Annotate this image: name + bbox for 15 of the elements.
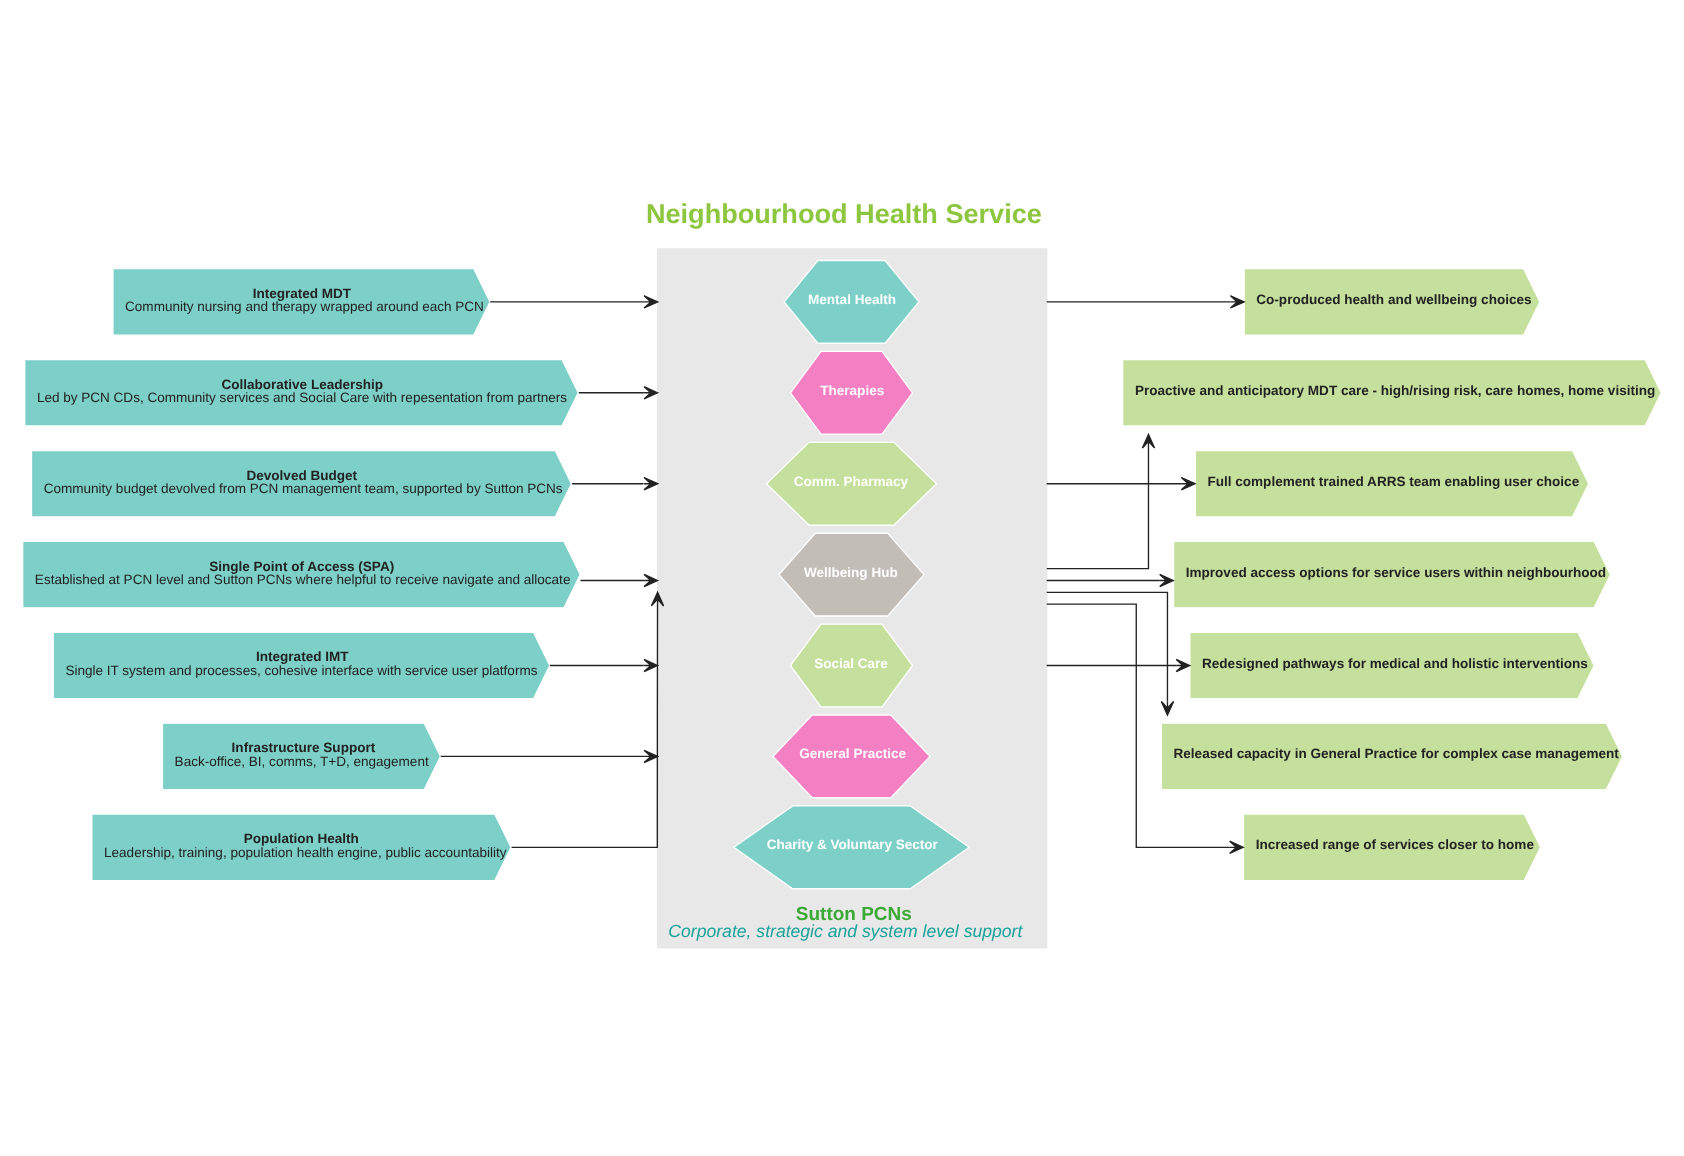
arrow [440,749,659,764]
arrow [510,591,665,848]
arrow [549,658,659,673]
arrow [571,476,659,491]
arrow [1046,476,1196,491]
arrow [1046,603,1244,855]
arrow [578,386,659,400]
arrow [1046,591,1175,716]
arrow [1046,295,1245,309]
arrow [1046,658,1191,673]
arrow [1046,433,1156,570]
arrow [489,295,659,309]
arrow [579,573,659,588]
arrow [1046,573,1174,588]
diagram-title: Neighbourhood Health Service [645,199,1042,230]
